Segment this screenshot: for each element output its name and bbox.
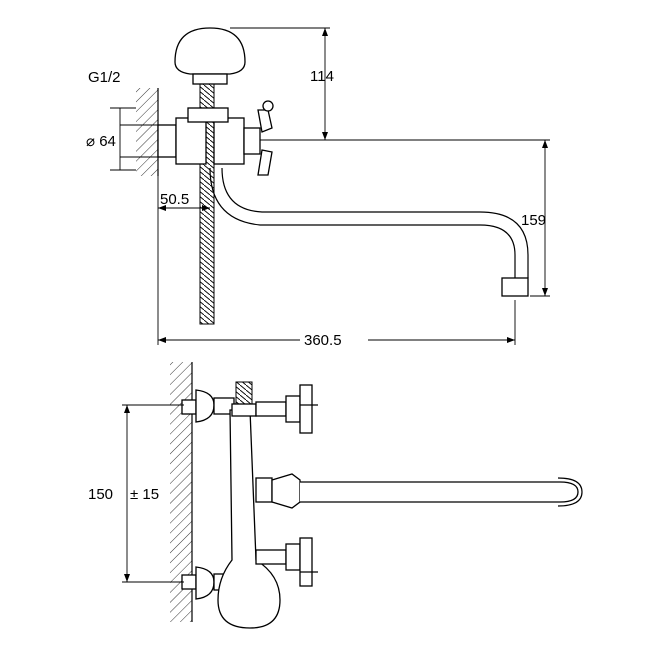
- flange-lower: [195, 566, 215, 600]
- valve-body-right: [213, 117, 245, 165]
- eccentric-upper: [181, 399, 197, 415]
- dim-114-label: 114: [310, 68, 334, 85]
- spout-joint: [255, 477, 273, 503]
- arrow-159-bottom: [542, 288, 548, 296]
- arrow-114-top: [322, 28, 328, 36]
- flange-upper: [195, 389, 215, 423]
- dim-50-5-label: 50.5: [160, 191, 189, 208]
- arrow-50-5-right: [202, 205, 210, 211]
- bottom-view: 150 ± 15: [88, 362, 583, 629]
- spout-tip-curve: [557, 477, 583, 507]
- tolerance-label: ± 15: [130, 486, 159, 503]
- arrow-360-left: [158, 337, 166, 343]
- wall-hatch-bottom: [170, 362, 192, 622]
- arrow-50-5-left: [158, 205, 166, 211]
- spout-nut: [271, 473, 301, 509]
- arrow-114-bottom: [322, 132, 328, 140]
- dim-360-5-label: 360.5: [304, 332, 342, 349]
- valve-body-left: [175, 117, 207, 165]
- spout-outer: [209, 167, 516, 278]
- handle-lower-hub: [285, 543, 301, 571]
- handle-upper-hub: [285, 395, 301, 423]
- eccentric-lower: [181, 574, 197, 590]
- spout-aerator: [501, 277, 529, 297]
- handle-upper-cross: [299, 384, 313, 434]
- arrow-150-bottom: [124, 574, 130, 582]
- diameter-label: ⌀ 64: [86, 133, 116, 150]
- arrow-159-top: [542, 140, 548, 148]
- spout-pipe: [300, 481, 579, 503]
- spout-inner: [221, 167, 529, 278]
- shower-cap: [174, 27, 246, 75]
- top-view: 114 159 G1/2 ⌀ 64 50.5 360.5: [86, 27, 550, 349]
- arrow-360-right: [507, 337, 515, 343]
- handle-stem: [243, 127, 261, 155]
- handle-lower-body: [255, 549, 287, 565]
- mixer-body: [217, 409, 281, 629]
- handle-upper-body: [255, 401, 287, 417]
- wall-hatch-top: [136, 88, 158, 176]
- dim-159-label: 159: [521, 212, 546, 229]
- thread-label: G1/2: [88, 69, 121, 86]
- shower-cap-base: [192, 73, 228, 85]
- hose-nut: [231, 403, 257, 417]
- diverter-top: [187, 107, 229, 123]
- handle-lower-cross: [299, 537, 313, 587]
- arrow-150-top: [124, 405, 130, 413]
- handle-lever-bottom: [257, 149, 273, 176]
- dim-150-label: 150: [88, 486, 113, 503]
- handle-knob: [262, 100, 274, 112]
- eccentric-fitting: [157, 124, 177, 158]
